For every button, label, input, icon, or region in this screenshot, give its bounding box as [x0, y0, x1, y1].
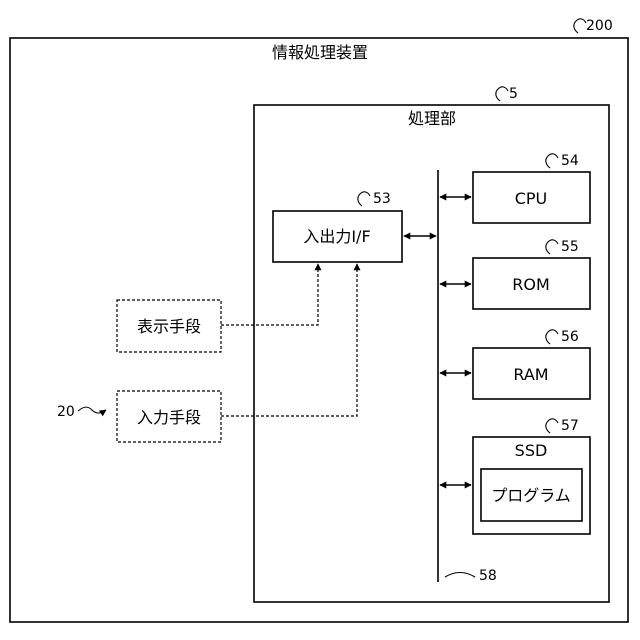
- io-ref: 53: [373, 191, 391, 207]
- device-ref: 200: [586, 18, 613, 34]
- display-means-label: 表示手段: [137, 317, 201, 336]
- rom-ref: 55: [561, 239, 579, 255]
- bus-ref: 58: [479, 568, 497, 584]
- cpu-ref: 54: [561, 153, 579, 169]
- device-label: 情報処理装置: [272, 43, 368, 62]
- ssd-ref: 57: [561, 418, 579, 434]
- processing-ref: 5: [509, 86, 518, 102]
- device-ref-leader: [574, 19, 586, 33]
- input-ref: 20: [57, 404, 75, 420]
- rom-label: ROM: [512, 275, 550, 294]
- ssd-label: SSD: [515, 441, 548, 460]
- cpu-label: CPU: [515, 189, 548, 208]
- ram-ref: 56: [561, 329, 579, 345]
- input-means-label: 入力手段: [137, 408, 201, 427]
- io-interface-label: 入出力I/F: [303, 227, 370, 246]
- processing-unit-label: 処理部: [408, 109, 456, 128]
- ram-label: RAM: [513, 365, 548, 384]
- program-label: プログラム: [491, 486, 571, 505]
